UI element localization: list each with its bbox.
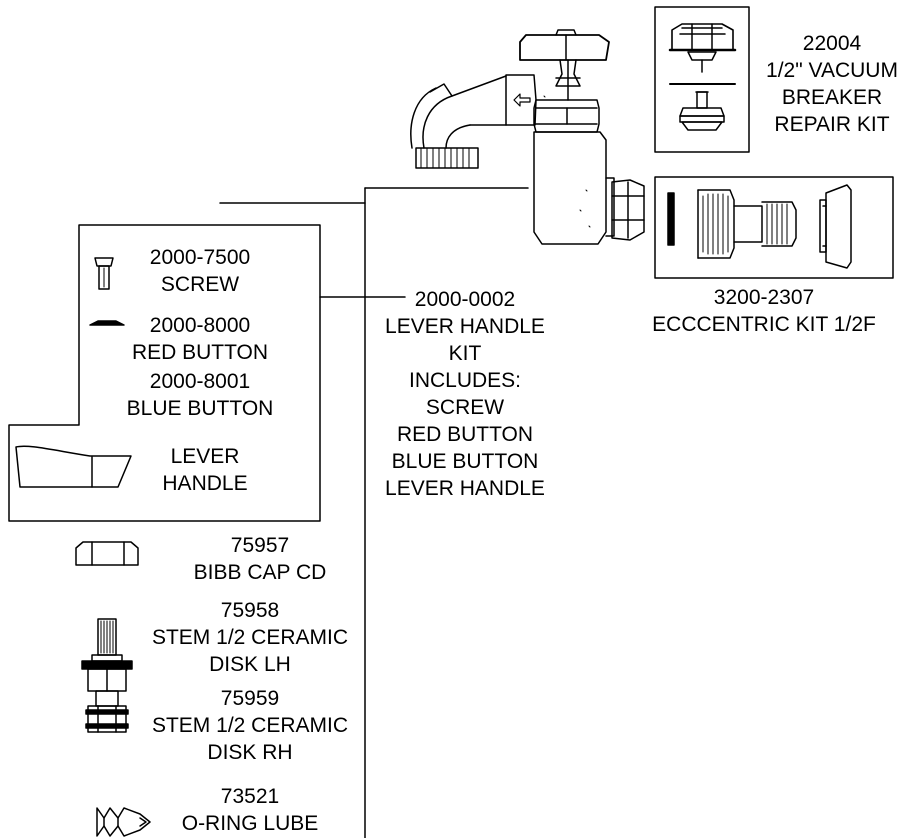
- ceramic-stem-icon: [81, 618, 133, 733]
- part-number: 2000-0002: [414, 288, 516, 311]
- part-description: INCLUDES:: [408, 369, 522, 392]
- vacuum-breaker-label: 22004 1/2" VACUUM BREAKER REPAIR KIT: [754, 30, 910, 138]
- part-description: DISK LH: [209, 653, 291, 676]
- eccentric-kit-parts-icon: [667, 184, 852, 269]
- vacuum-breaker-parts-icon: [668, 23, 737, 131]
- part-description: BREAKER: [781, 86, 883, 109]
- vacuum-breaker-kit-box: [654, 6, 750, 153]
- part-description: DISK RH: [207, 741, 293, 764]
- part-description: BLUE BUTTON: [126, 397, 274, 420]
- part-number: 2000-8000: [149, 314, 251, 337]
- part-description: O-RING LUBE: [181, 812, 319, 835]
- screw-icon: [94, 257, 114, 290]
- lever-handle-kit-box: [8, 224, 321, 522]
- part-description: RED BUTTON: [131, 341, 269, 364]
- part-number: 3200-2307: [713, 286, 815, 309]
- part-description: SCREW: [160, 273, 240, 296]
- eccentric-kit-label: 3200-2307 ECCCENTRIC KIT 1/2F: [620, 284, 908, 338]
- eccentric-kit-box: [654, 176, 894, 279]
- part-description: REPAIR KIT: [774, 113, 890, 136]
- screw-label: 2000-7500 SCREW: [130, 244, 270, 298]
- faucet-assembly-illustration: [410, 29, 645, 245]
- part-number: 2000-8001: [149, 370, 251, 393]
- part-number: 2000-7500: [149, 246, 251, 269]
- part-description: BIBB CAP CD: [193, 561, 327, 584]
- part-number: 22004: [802, 32, 862, 55]
- part-number: 75959: [220, 687, 280, 710]
- lever-handle-label: LEVER HANDLE: [150, 443, 260, 497]
- blue-button-label: 2000-8001 BLUE BUTTON: [120, 368, 280, 422]
- part-description: STEM 1/2 CERAMIC: [151, 714, 349, 737]
- part-description: LEVER: [170, 445, 240, 468]
- part-description: LEVER HANDLE: [385, 477, 545, 500]
- red-button-label: 2000-8000 RED BUTTON: [120, 312, 280, 366]
- part-description: STEM 1/2 CERAMIC: [151, 626, 349, 649]
- part-description: 1/2" VACUUM: [766, 59, 898, 82]
- part-description: HANDLE: [162, 472, 248, 495]
- part-description: BLUE BUTTON: [391, 450, 539, 473]
- lube-tube-icon: [96, 807, 151, 837]
- stem-rh-label: 75959 STEM 1/2 CERAMIC DISK RH: [135, 685, 365, 766]
- bibb-cap-label: 75957 BIBB CAP CD: [165, 532, 355, 586]
- oring-lube-label: 73521 O-RING LUBE: [155, 783, 345, 837]
- part-description: KIT: [448, 342, 482, 365]
- part-description: RED BUTTON: [396, 423, 534, 446]
- part-description: SCREW: [425, 396, 505, 419]
- lever-handle-icon: [15, 445, 132, 488]
- stem-lh-label: 75958 STEM 1/2 CERAMIC DISK LH: [135, 597, 365, 678]
- bibb-cap-icon: [75, 541, 139, 566]
- button-icon: [89, 320, 125, 326]
- part-number: 75957: [230, 534, 290, 557]
- leader-lines: [219, 187, 529, 838]
- part-number: 73521: [220, 785, 280, 808]
- part-number: 75958: [220, 599, 280, 622]
- part-description: LEVER HANDLE: [385, 315, 545, 338]
- lever-handle-kit-label: 2000-0002 LEVER HANDLE KIT INCLUDES: SCR…: [370, 286, 560, 502]
- part-description: ECCCENTRIC KIT 1/2F: [652, 313, 876, 336]
